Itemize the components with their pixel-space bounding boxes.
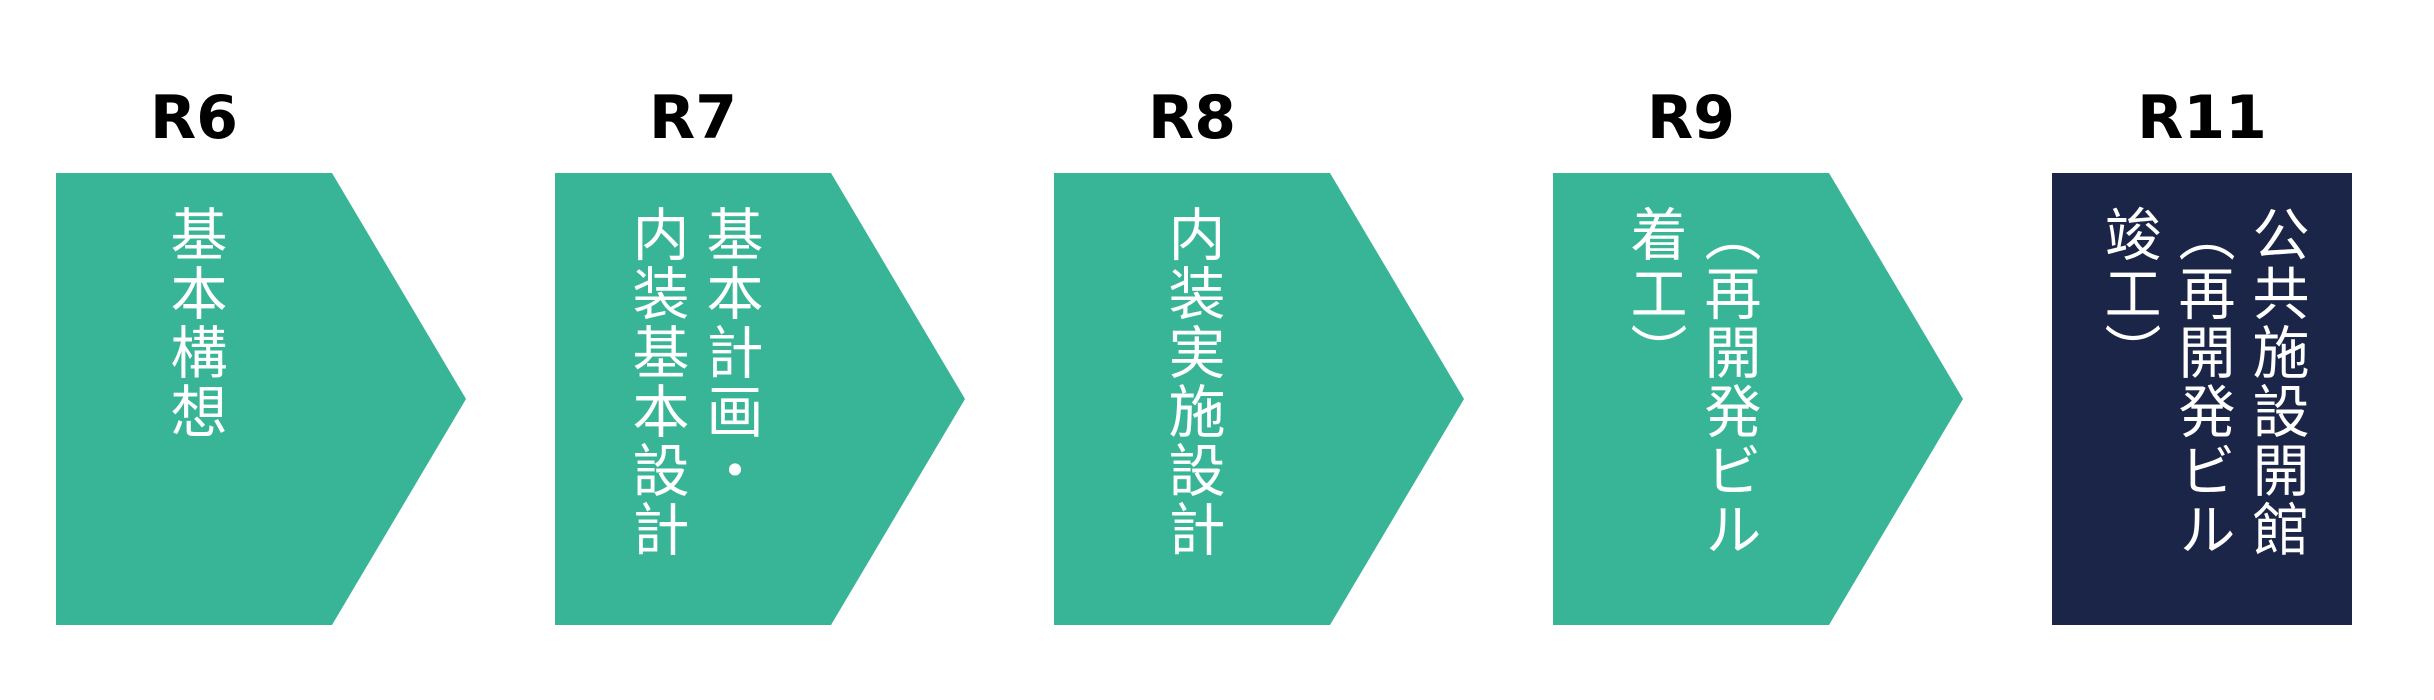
year-label: R6 [150, 83, 238, 153]
step-text: 基本計画・ 内装基本設計 [555, 205, 831, 610]
step-text: 公共施設開館 （再開発ビル 竣工） [2052, 205, 2352, 610]
step-text-line-2: （再開発ビル [2169, 205, 2235, 559]
timeline-step-r11: R11 公共施設開館 （再開発ビル 竣工） [2052, 0, 2352, 700]
timeline-step-r6: R6 基本構想 [56, 0, 476, 700]
step-text: 内装実施設計 [1054, 205, 1330, 610]
timeline-step-r7: R7 基本計画・ 内装基本設計 [555, 0, 975, 700]
step-text-line-1: 公共施設開館 [2243, 205, 2309, 559]
final-milestone-box [2052, 173, 2352, 625]
chevron-arrow-shape [555, 173, 965, 625]
timeline-step-r9: R9 （再開発ビル 着工） [1553, 0, 1973, 700]
chevron-arrow-shape [1553, 173, 1963, 625]
timeline-step-r8: R8 内装実施設計 [1054, 0, 1474, 700]
step-text-line-1: 基本構想 [161, 205, 227, 441]
chevron-arrow-shape [1054, 173, 1464, 625]
step-text-line-2: 内装基本設計 [623, 205, 689, 559]
step-text-line-1: 内装実施設計 [1159, 205, 1225, 559]
year-label: R8 [1148, 83, 1236, 153]
step-text-line-2: 着工） [1621, 205, 1687, 382]
step-text: （再開発ビル 着工） [1553, 205, 1829, 610]
step-text: 基本構想 [56, 205, 332, 610]
year-label: R11 [2137, 83, 2267, 153]
year-label: R9 [1647, 83, 1735, 153]
chevron-arrow-shape [56, 173, 466, 625]
step-text-line-1: （再開発ビル [1695, 205, 1761, 559]
step-text-line-1: 基本計画・ [697, 205, 763, 500]
year-label: R7 [649, 83, 737, 153]
step-text-line-3: 竣工） [2095, 205, 2161, 382]
